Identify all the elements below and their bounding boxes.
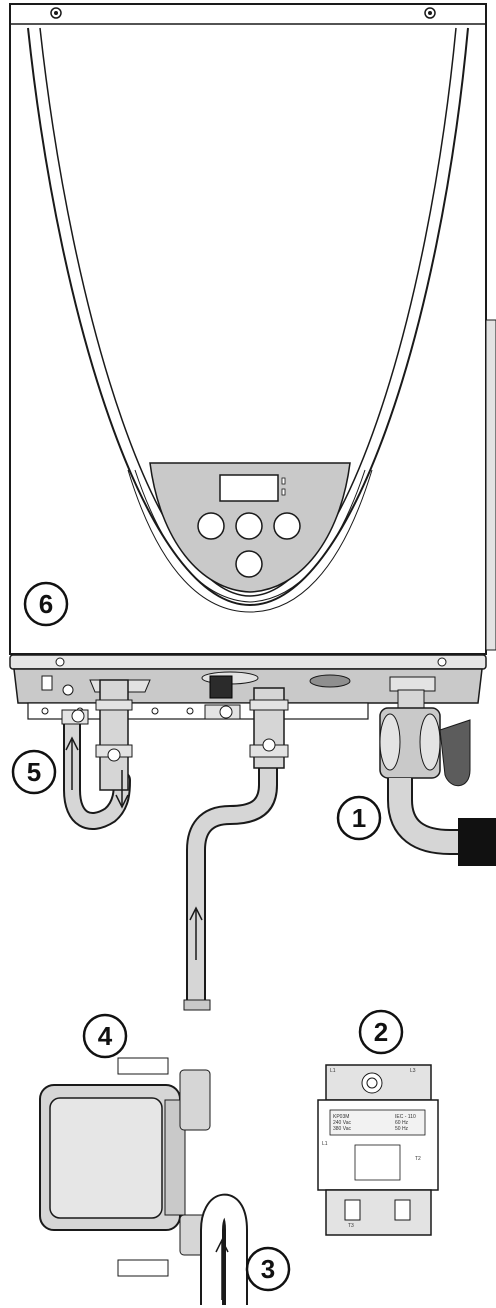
control-knob [235,512,263,540]
screw-icon [50,7,62,19]
flow-arrow-icon [215,1238,229,1300]
electrical-controller: L1 L3 L1 T2 T3 KP03M 240 Vac 380 Vac IEC… [317,1064,439,1236]
terminal-label-l1-mid: L1 [322,1141,328,1147]
boiler-front-curve [27,27,469,613]
callout-5: 5 [11,749,57,795]
terminal-label-l1: L1 [330,1068,336,1074]
terminal-label-t3: T3 [348,1223,354,1229]
callout-2: 2 [358,1009,404,1055]
supply-pipe [183,687,289,1011]
terminal-label-t2: T2 [415,1156,421,1162]
control-knob [235,550,263,578]
callout-4: 4 [82,1013,128,1059]
flow-arrow-icon [115,770,129,809]
control-panel [149,462,351,593]
svg-text:2: 2 [374,1017,388,1047]
pressure-valve [209,675,233,699]
circulation-pump [39,1057,248,1305]
black-gas-pipe [458,818,496,866]
svg-text:5: 5 [27,757,41,787]
display-screen [219,474,279,502]
spec-text: 50 Hz [395,1126,409,1132]
flow-arrow-icon [65,736,79,790]
flow-arrow-icon [189,906,203,960]
control-knob [197,512,225,540]
svg-text:3: 3 [261,1254,275,1284]
callout-6: 6 [23,581,69,627]
bypass-pipe-loop [61,679,133,830]
spec-text: KP03M [333,1114,349,1120]
svg-text:6: 6 [39,589,53,619]
spec-text: 380 Vac [333,1126,351,1132]
callout-1: 1 [336,795,382,841]
svg-text:1: 1 [352,803,366,833]
terminal-label-l3: L3 [410,1068,416,1074]
spec-text: IEC - 110 [395,1114,416,1120]
svg-text:4: 4 [98,1021,113,1051]
indicator-led [281,488,286,496]
control-knob [273,512,301,540]
indicator-led [281,477,286,485]
callout-3: 3 [245,1246,291,1292]
gas-valve-assembly [379,689,496,866]
spec-text: 240 Vac [333,1120,351,1126]
screw-icon [424,7,436,19]
spec-text: 60 Hz [395,1120,409,1126]
